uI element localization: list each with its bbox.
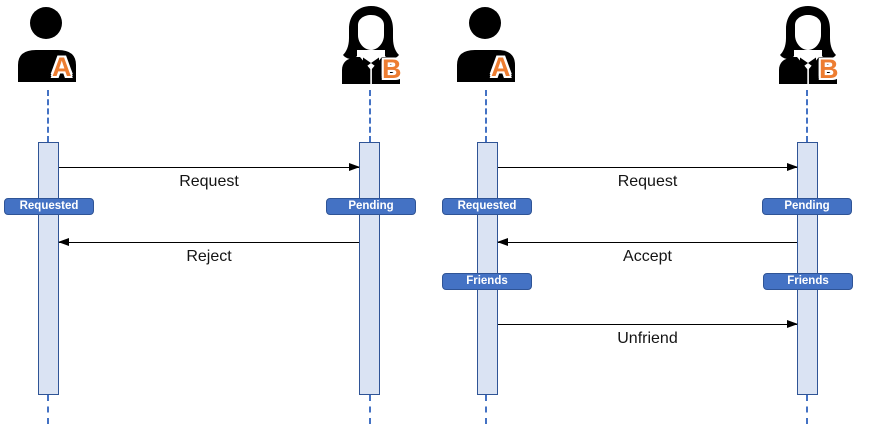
lifeline-a-top [485,90,487,142]
arrowhead-right-icon [349,162,360,171]
actor-a-label: A [491,52,511,82]
arrowhead-right-icon [787,319,798,328]
woman-icon [341,6,401,89]
actor-b-label: B [382,54,402,84]
state-badge-friends-a: Friends [442,273,532,290]
message-arrow-request: Request [59,162,360,190]
lifeline-a-top [47,90,49,142]
state-badge-pending: Pending [326,198,416,215]
person-icon [455,6,517,87]
lifeline-a-bottom [485,395,487,424]
lifeline-a-bottom [47,395,49,424]
woman-icon [778,6,838,89]
message-arrow-accept: Accept [497,237,797,265]
message-label: Unfriend [617,330,678,347]
state-badge-friends-b: Friends [763,273,853,290]
actor-a-label: A [52,52,72,82]
message-arrow-unfriend: Unfriend [498,319,798,347]
activation-bar-a [477,142,498,395]
person-icon [16,6,78,87]
message-label: Accept [623,248,672,265]
activation-bar-b [359,142,380,395]
lifeline-b-top [369,90,371,142]
lifeline-b-bottom [369,395,371,424]
state-badge-pending: Pending [762,198,852,215]
arrowhead-right-icon [787,162,798,171]
lifeline-b-bottom [806,395,808,424]
actor-b-label: B [819,54,839,84]
lifeline-b-top [806,90,808,142]
message-label: Request [179,173,239,190]
activation-bar-a [38,142,59,395]
message-arrow-request: Request [498,162,798,190]
arrowhead-left-icon [58,237,69,246]
message-arrow-reject: Reject [58,237,359,265]
state-badge-requested: Requested [4,198,94,215]
arrowhead-left-icon [497,237,508,246]
message-label: Request [617,173,678,190]
activation-bar-b [797,142,818,395]
state-badge-requested: Requested [442,198,532,215]
message-label: Reject [186,248,232,265]
